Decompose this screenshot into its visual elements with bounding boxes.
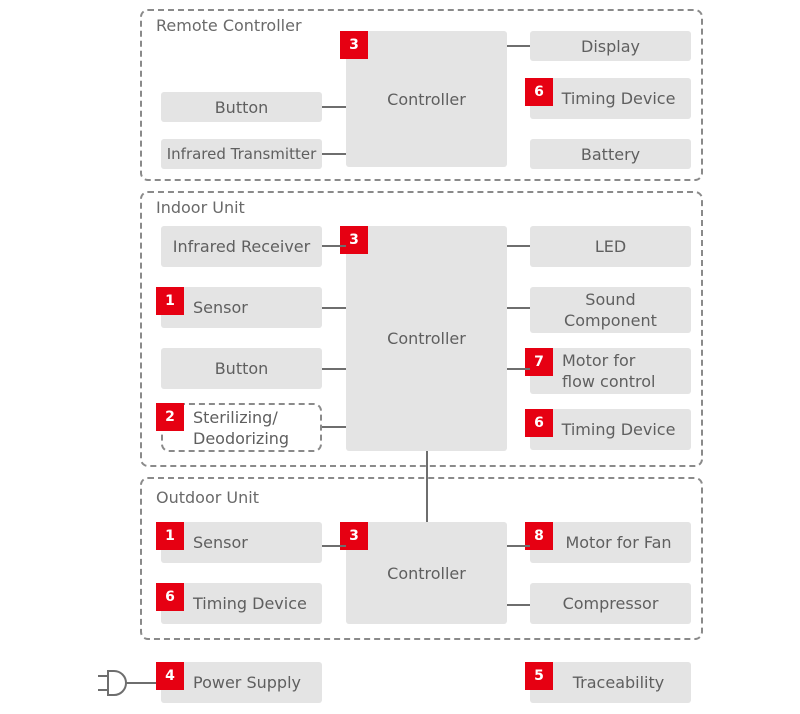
remote-controller-group <box>140 9 703 181</box>
power-supply-label: Power Supply <box>193 673 301 692</box>
power-supply-badge: 4 <box>156 662 184 690</box>
connector-line <box>322 368 346 370</box>
outdoor-timing-label: Timing Device <box>193 594 307 613</box>
indoor-timing-label: Timing Device <box>561 420 676 439</box>
indoor-button-box: Button <box>161 348 322 389</box>
indoor-sound-label-2: Component <box>564 311 657 330</box>
connector-line <box>507 604 530 606</box>
traceability-label: Traceability <box>572 673 665 692</box>
connector-line <box>507 545 530 547</box>
remote-display-box: Display <box>530 31 691 61</box>
power-supply-box: Power Supply <box>161 662 322 703</box>
indoor-motor-badge: 7 <box>525 348 553 376</box>
connector-line <box>507 368 530 370</box>
indoor-infrared-box: Infrared Receiver <box>161 226 322 267</box>
connector-line <box>507 245 530 247</box>
connector-line <box>507 45 530 47</box>
remote-battery-box: Battery <box>530 139 691 169</box>
traceability-box: Traceability <box>530 662 691 703</box>
outdoor-controller-box: Controller <box>346 522 507 624</box>
indoor-sterilizing-box: Sterilizing/ Deodorizing <box>161 403 322 452</box>
indoor-timing-box: Timing Device <box>530 409 691 450</box>
indoor-sensor-box: Sensor <box>161 287 322 328</box>
outdoor-compressor-box: Compressor <box>530 583 691 624</box>
remote-timing-box: Timing Device <box>530 78 691 119</box>
connector-line <box>507 307 530 309</box>
indoor-led-box: LED <box>530 226 691 267</box>
remote-infrared-box: Infrared Transmitter <box>161 139 322 169</box>
outdoor-timing-box: Timing Device <box>161 583 322 624</box>
indoor-sterilizing-badge: 2 <box>156 403 184 431</box>
remote-timing-label: Timing Device <box>561 89 676 108</box>
indoor-motor-label-2: flow control <box>562 372 656 391</box>
indoor-sound-box: Sound Component <box>530 287 691 333</box>
indoor-motor-label-1: Motor for <box>562 351 636 370</box>
connector-line <box>322 545 346 547</box>
outdoor-unit-group <box>140 477 703 640</box>
outdoor-sensor-label: Sensor <box>193 533 248 552</box>
remote-controller-title: Remote Controller <box>156 16 302 35</box>
remote-controller-badge: 3 <box>340 31 368 59</box>
connector-line <box>322 245 346 247</box>
indoor-sterilizing-label-2: Deodorizing <box>193 428 290 448</box>
connector-line <box>322 153 346 155</box>
indoor-timing-badge: 6 <box>525 409 553 437</box>
power-plug-icon <box>98 670 158 696</box>
indoor-sterilizing-label-1: Sterilizing/ <box>193 407 278 427</box>
indoor-unit-group <box>140 191 703 467</box>
outdoor-motor-fan-box: Motor for Fan <box>530 522 691 563</box>
outdoor-unit-title: Outdoor Unit <box>156 488 259 507</box>
indoor-controller-badge: 3 <box>340 226 368 254</box>
connector-line <box>322 307 346 309</box>
indoor-sensor-label: Sensor <box>193 298 248 317</box>
indoor-motor-box: Motor for flow control <box>530 348 691 394</box>
connector-line <box>322 426 346 428</box>
remote-timing-badge: 6 <box>525 78 553 106</box>
outdoor-timing-badge: 6 <box>156 583 184 611</box>
connector-line <box>322 106 346 108</box>
outdoor-sensor-box: Sensor <box>161 522 322 563</box>
remote-controller-box: Controller <box>346 31 507 167</box>
remote-button-box: Button <box>161 92 322 122</box>
traceability-badge: 5 <box>525 662 553 690</box>
indoor-outdoor-link <box>426 451 428 522</box>
indoor-sound-label-1: Sound <box>585 290 636 309</box>
indoor-sensor-badge: 1 <box>156 287 184 315</box>
indoor-controller-box: Controller <box>346 226 507 451</box>
outdoor-motor-fan-label: Motor for Fan <box>565 533 672 552</box>
outdoor-sensor-badge: 1 <box>156 522 184 550</box>
indoor-unit-title: Indoor Unit <box>156 198 245 217</box>
